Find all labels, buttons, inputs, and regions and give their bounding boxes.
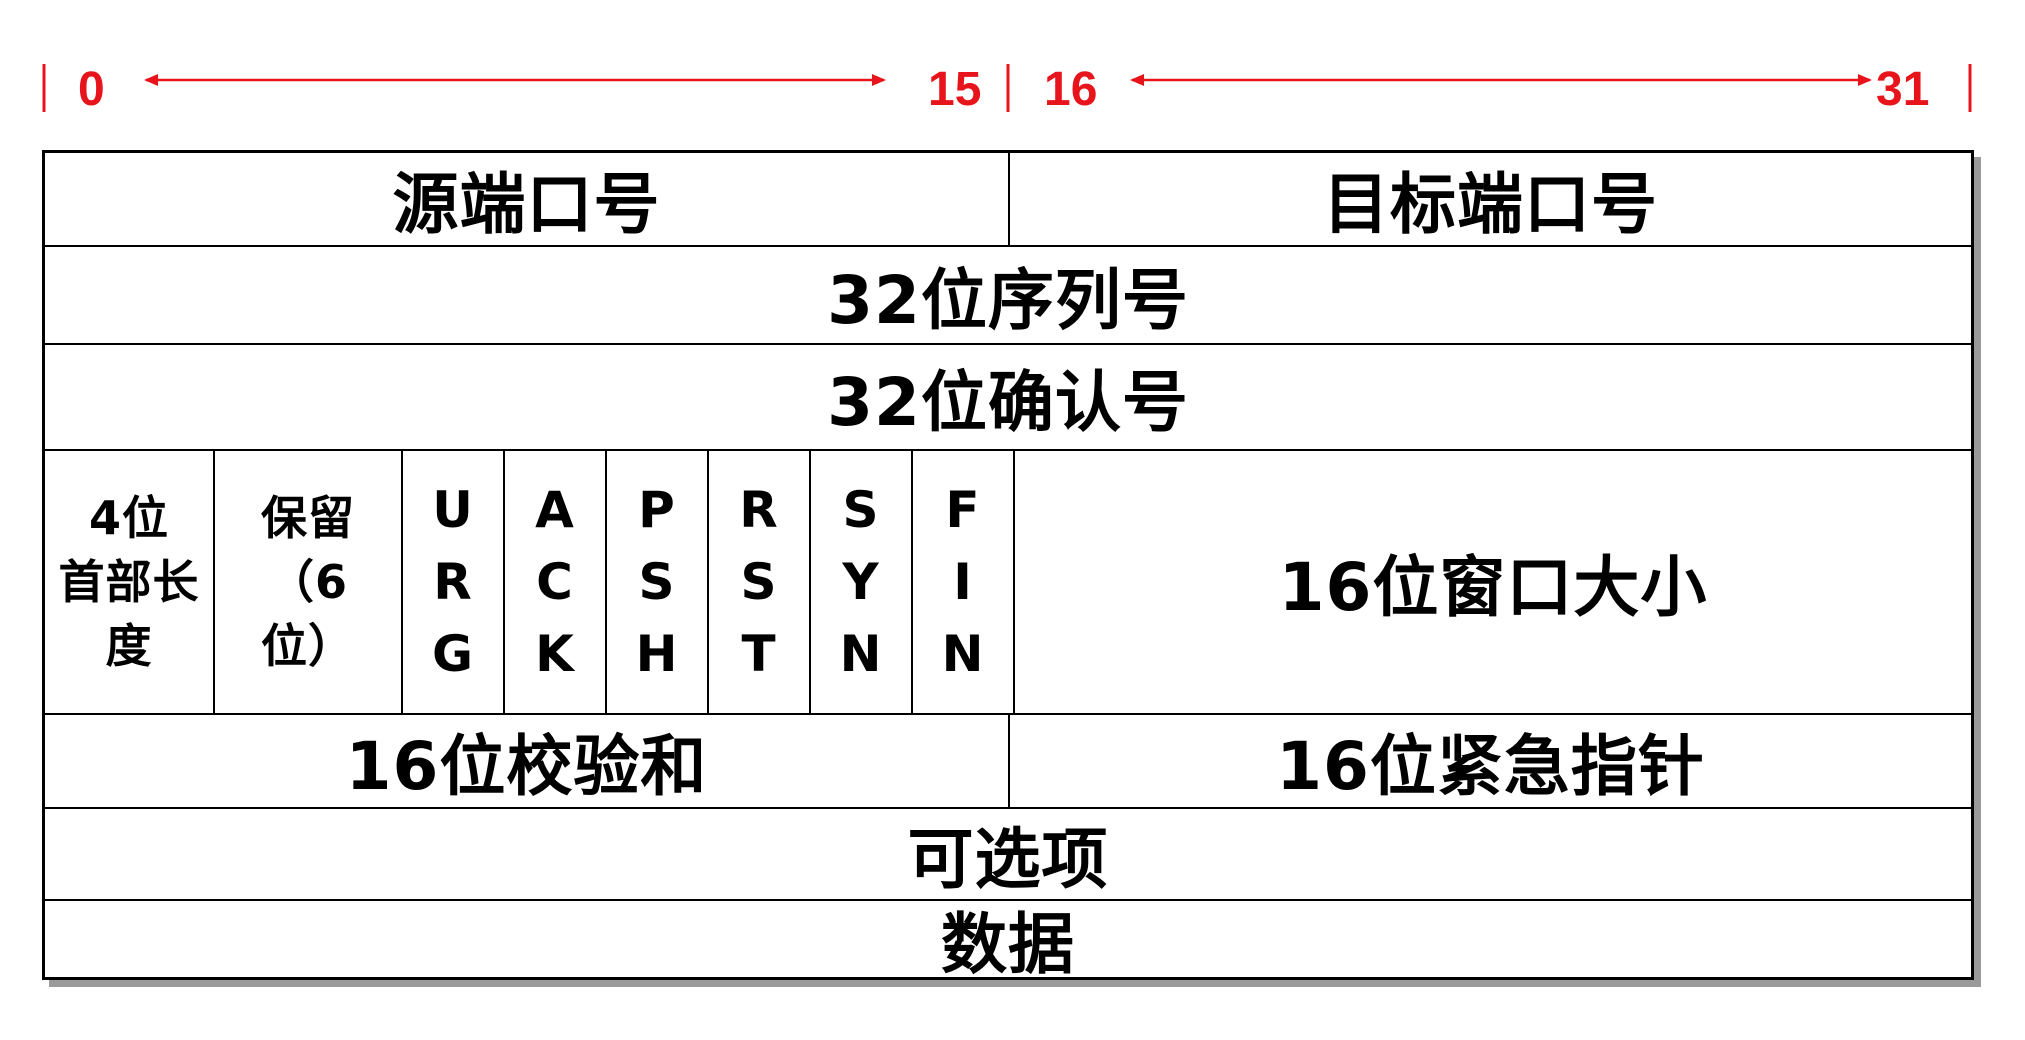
window-size-field: 16位窗口大小	[1013, 451, 1971, 713]
flag-fin: F I N	[911, 451, 1013, 713]
reserved-line-3: 位）	[261, 619, 355, 673]
row-checksum: 16位校验和 16位紧急指针	[45, 715, 1971, 809]
reserved-line-2: （6	[267, 555, 348, 609]
row-ports: 源端口号 目标端口号	[45, 153, 1971, 247]
flag-psh-letter-1: P	[638, 481, 676, 539]
ruler-lines	[42, 64, 1972, 112]
flag-ack-letter-3: K	[535, 625, 575, 683]
checksum-field: 16位校验和	[345, 728, 708, 805]
flag-rst-letter-2: S	[740, 553, 778, 611]
flag-rst-letter-3: T	[741, 625, 777, 683]
destination-port-field: 目标端口号	[1008, 153, 1971, 245]
tcp-header-table: 源端口号 目标端口号 32位序列号 32位确认号 4位 首部长 度 保留 （6 …	[42, 150, 1974, 983]
header-length-line-3: 度	[105, 619, 153, 673]
flag-ack: A C K	[503, 451, 605, 713]
bit-label-31: 31	[1876, 63, 1930, 116]
header-length-line-1: 4位	[88, 491, 169, 545]
flag-rst: R S T	[707, 451, 809, 713]
row-options: 可选项	[45, 809, 1971, 901]
bit-ruler: 0 15 16 31	[0, 0, 2025, 140]
flag-urg-letter-2: R	[433, 553, 473, 611]
flag-syn-letter-1: S	[842, 481, 880, 539]
flag-psh-letter-2: S	[638, 553, 676, 611]
bit-label-0: 0	[78, 63, 105, 116]
row-acknowledgment: 32位确认号	[45, 345, 1971, 451]
row-data: 数据	[45, 901, 1971, 983]
flag-rst-letter-1: R	[739, 481, 779, 539]
flag-urg: U R G	[401, 451, 503, 713]
header-length-field: 4位 首部长 度	[45, 451, 213, 713]
row-control: 4位 首部长 度 保留 （6 位） U R G A C K P S H R S …	[45, 451, 1971, 715]
header-length-line-2: 首部长	[58, 555, 200, 609]
flag-fin-letter-2: I	[953, 553, 973, 611]
flag-psh-letter-3: H	[635, 625, 679, 683]
reserved-field: 保留 （6 位）	[213, 451, 401, 713]
flag-psh: P S H	[605, 451, 707, 713]
flag-syn-letter-2: Y	[842, 553, 880, 611]
options-field: 可选项	[907, 821, 1109, 898]
flag-syn: S Y N	[809, 451, 911, 713]
row-sequence: 32位序列号	[45, 247, 1971, 345]
flag-syn-letter-3: N	[839, 625, 883, 683]
bit-label-16: 16	[1044, 63, 1098, 116]
flag-urg-letter-1: U	[432, 481, 474, 539]
data-field: 数据	[941, 906, 1075, 983]
flag-ack-letter-1: A	[535, 481, 575, 539]
flag-fin-letter-1: F	[945, 481, 981, 539]
urgent-pointer-field: 16位紧急指针	[1008, 715, 1971, 807]
bit-label-15: 15	[928, 63, 982, 116]
reserved-line-1: 保留	[261, 491, 355, 545]
ack-number-field: 32位确认号	[827, 364, 1189, 441]
flag-fin-letter-3: N	[941, 625, 985, 683]
flag-ack-letter-2: C	[536, 553, 574, 611]
sequence-number-field: 32位序列号	[827, 262, 1189, 339]
source-port-field: 源端口号	[392, 166, 661, 243]
flag-urg-letter-3: G	[431, 625, 475, 683]
